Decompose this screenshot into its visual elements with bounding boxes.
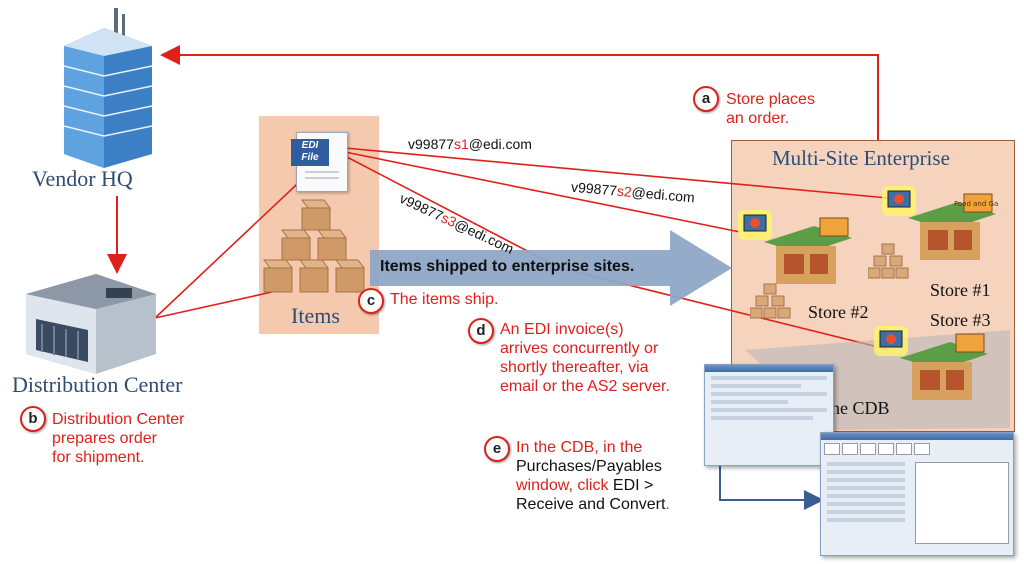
store-boxes-icon — [868, 243, 909, 279]
store-sign: Food and Gas — [954, 200, 998, 208]
step-e-text: In the CDB, in the Purchases/Payables wi… — [516, 439, 670, 513]
edi-file-icon: EDI File — [291, 132, 348, 192]
email-line-s2 — [344, 151, 741, 233]
enterprise-title: Multi-Site Enterprise — [772, 146, 950, 170]
step-e-badge: e — [484, 436, 510, 462]
boxes-icon — [263, 199, 365, 293]
step-b-badge: b — [20, 406, 46, 432]
store3-label: Store #3 — [930, 310, 991, 330]
step-d-text: An EDI invoice(s)arrives concurrently or… — [500, 321, 670, 395]
store1-label: Store #1 — [930, 280, 991, 300]
vendor-hq-label: Vendor HQ — [32, 166, 133, 191]
email-s1: v99877s1@edi.com — [408, 136, 532, 152]
step-a-badge: a — [693, 86, 719, 112]
email-line-s1 — [344, 147, 889, 199]
distribution-center-icon — [26, 274, 156, 374]
step-d-badge: d — [468, 318, 494, 344]
store3-icon — [874, 326, 988, 400]
step-c-badge: c — [358, 288, 384, 314]
cdb-purchases-window-screenshot — [820, 432, 1014, 556]
edi-file-label: EDI File — [291, 139, 329, 166]
step-c-text: The items ship. — [390, 291, 499, 308]
distribution-center-label: Distribution Center — [12, 372, 183, 397]
store1-icon: Food and Gas — [882, 186, 998, 260]
store-boxes-icon-2 — [750, 283, 791, 319]
store2-label: Store #2 — [808, 302, 869, 322]
ship-arrow-label: Items shipped to enterprise sites. — [380, 258, 635, 275]
cdb-label: The CDB — [820, 398, 890, 418]
items-label: Items — [291, 303, 340, 328]
vendor-hq-building-icon — [63, 8, 153, 168]
store2-icon — [738, 210, 852, 284]
order-line — [160, 45, 879, 140]
ship-arrow — [370, 230, 732, 306]
edi-dialog-screenshot — [704, 364, 834, 466]
